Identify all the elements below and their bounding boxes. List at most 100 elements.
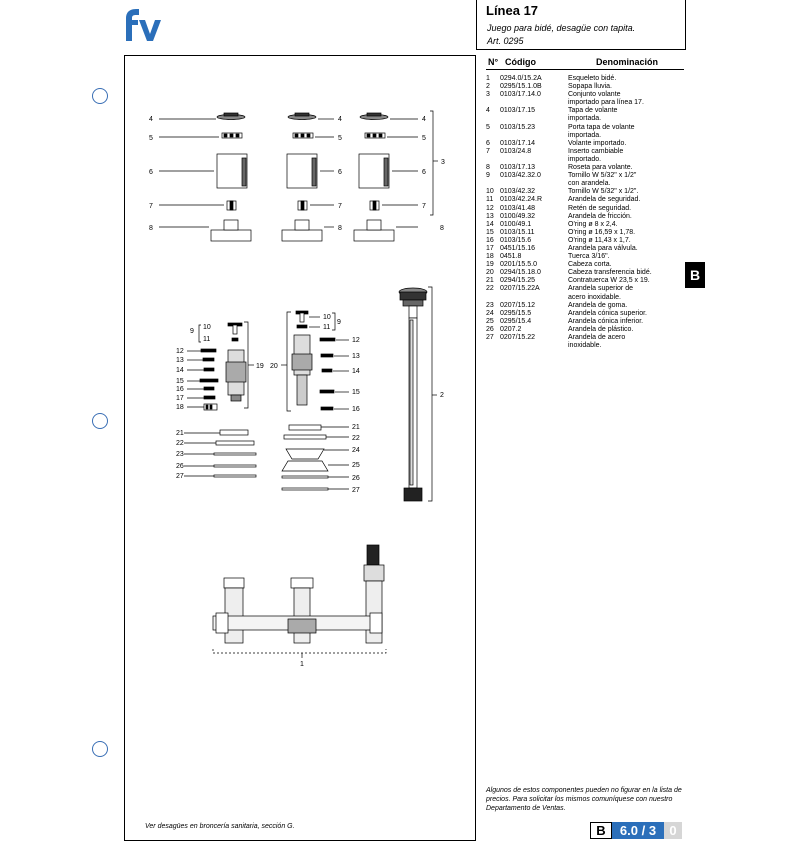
row-code [500,180,568,188]
row-code: 0294/15.18.0 [500,269,541,277]
row-name: Porta tapa de volante [568,123,635,131]
row-name: Tuerca 3/16". [568,253,610,261]
row-code: 0100/49.32 [500,212,536,220]
row-name: Arandela cónica superior. [568,309,647,317]
row-code [500,342,568,350]
svg-text:8: 8 [149,225,153,232]
row-name: importada. [568,115,602,123]
svg-text:23: 23 [176,451,184,458]
row-number: 11 [486,196,494,204]
row-name: O'ring ø 11,43 x 1,7. [568,236,631,244]
row-number: 20 [486,269,494,277]
svg-text:26: 26 [176,463,184,470]
svg-text:5: 5 [149,135,153,142]
svg-text:11: 11 [203,336,210,343]
row-code: 0100/49.1 [500,220,532,228]
svg-text:3: 3 [441,159,445,166]
row-number [486,156,500,164]
svg-text:2: 2 [440,392,444,399]
row-name: Esqueleto bidé. [568,75,617,82]
svg-text:13: 13 [176,357,184,364]
table-row: 1 0294.0/15.2A Esqueleto bidé. [486,75,686,83]
row-code: 0207/15.22A [500,285,540,293]
row-name: con arandela. [568,180,611,188]
col-code-header: Código [505,57,536,67]
svg-text:15: 15 [352,389,360,396]
row-name: Arandela para válvula. [568,244,638,252]
row-number: 12 [486,204,494,212]
footnote: Algunos de estos componentes pueden no f… [486,787,682,812]
row-code: 0103/17.14 [500,139,536,147]
svg-text:19: 19 [256,363,264,370]
row-code: 0103/42.32.0 [500,172,541,180]
svg-text:6: 6 [422,169,426,176]
row-code: 0207/15.12 [500,301,536,309]
row-name: Sopapa lluvia. [568,83,612,91]
svg-text:27: 27 [176,473,184,480]
svg-text:4: 4 [338,116,342,123]
table-row: importada. [486,115,686,123]
row-number [486,342,500,350]
row-code: 0103/17.14.0 [500,91,541,99]
row-number [486,294,500,302]
svg-text:5: 5 [338,135,342,142]
svg-text:14: 14 [352,368,360,375]
table-row: acero inoxidable. [486,294,686,302]
svg-text:26: 26 [352,475,360,482]
row-code [500,294,568,302]
row-number: 7 [486,147,490,155]
header-rule [476,49,686,50]
row-number: 13 [486,212,494,220]
drain-pop-up [398,287,428,502]
svg-text:24: 24 [352,447,360,454]
table-row: importada. [486,132,686,140]
row-number: 1 [486,75,490,82]
row-name: O'ring ø 16,59 x 1,78. [568,228,636,236]
row-name: Arandela de seguridad. [568,196,641,204]
svg-text:4: 4 [149,116,153,123]
row-code: 0207/15.22 [500,334,536,341]
row-number: 14 [486,220,494,228]
row-number: 21 [486,277,494,285]
svg-text:27: 27 [352,487,360,494]
row-number: 24 [486,309,494,317]
row-name: Retén de seguridad. [568,204,632,212]
row-number: 2 [486,83,490,91]
row-code: 0103/17.13 [500,164,536,172]
page-code: B 6.0 / 3 0 [590,822,682,839]
row-code: 0207.2 [500,325,522,333]
row-number: 18 [486,253,494,261]
svg-text:15: 15 [176,378,184,385]
cartridge-transfer-head [291,310,336,411]
table-row: 2 0295/15.1.0B Sopapa lluvia. [486,83,686,91]
row-number: 4 [486,107,490,115]
svg-text:7: 7 [149,203,153,210]
row-name: Arandela superior de [568,285,633,293]
row-name: importado. [568,155,602,163]
parts-table-body: 1 0294.0/15.2A Esqueleto bidé. 2 0295/15.1.0… [486,75,686,350]
row-code: 0103/15.6 [500,236,532,244]
svg-text:11: 11 [323,324,330,331]
svg-text:20: 20 [270,363,278,370]
row-code: 0294.0/15.2A [500,75,542,82]
handle-assembly-middle [281,112,323,242]
row-code [500,99,568,107]
row-code: 0103/17.15 [500,107,536,115]
col-name-header: Denominación [596,57,659,67]
svg-text:12: 12 [352,337,360,344]
row-name: Volante importado. [568,139,627,147]
row-code: 0295/15.1.0B [500,83,542,91]
svg-text:16: 16 [352,406,360,413]
svg-text:8: 8 [338,225,342,232]
handle-assembly-right [353,112,395,242]
